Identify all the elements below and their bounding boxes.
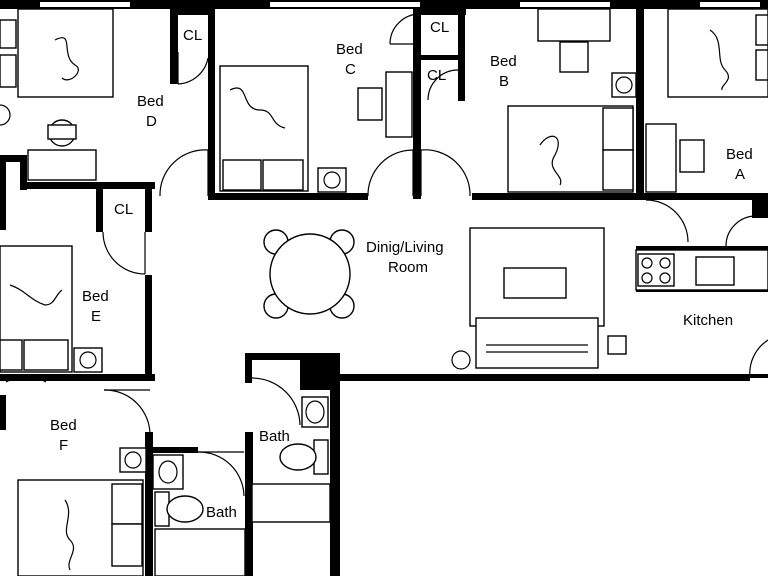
label-kitchen: Kitchen [683, 312, 733, 329]
door-swings [5, 13, 768, 497]
label-living-line1: Dinig/Living [366, 239, 444, 256]
label-closet-c: CL [183, 27, 202, 44]
label-bath-left: Bath [206, 504, 237, 521]
label-closet-b-lower: CL [427, 67, 446, 84]
label-bed-e-line2: E [91, 308, 101, 325]
label-bed-c-line1: Bed [336, 41, 363, 58]
label-bed-b-line2: B [499, 73, 509, 90]
label-bath-right: Bath [259, 428, 290, 445]
label-living-line2: Room [388, 259, 428, 276]
room-labels: Bed D Bed C Bed B Bed A Bed E Bed F Dini… [50, 19, 753, 521]
label-bed-c-line2: C [345, 61, 356, 78]
label-bed-f-line1: Bed [50, 417, 77, 434]
label-bed-a-line2: A [735, 166, 745, 183]
label-bed-a-line1: Bed [726, 146, 753, 163]
furniture [0, 8, 768, 576]
label-closet-b-upper: CL [430, 19, 449, 36]
label-bed-f-line2: F [59, 437, 68, 454]
label-closet-e: CL [114, 201, 133, 218]
label-bed-d-line1: Bed [137, 93, 164, 110]
label-bed-e-line1: Bed [82, 288, 109, 305]
label-bed-b-line1: Bed [490, 53, 517, 70]
label-bed-d-line2: D [146, 113, 157, 130]
